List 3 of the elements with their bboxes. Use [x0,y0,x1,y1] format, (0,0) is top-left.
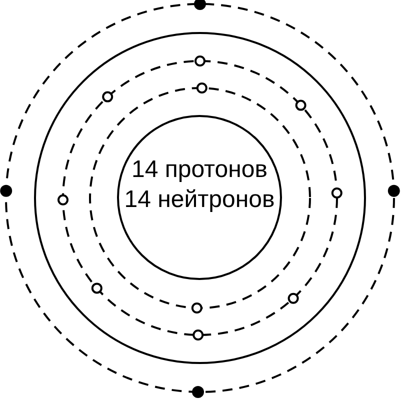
proton-count-label: 14 протонов [132,155,268,185]
neutron-count-label: 14 нейтронов [124,185,275,215]
nucleus-circle [117,115,282,280]
